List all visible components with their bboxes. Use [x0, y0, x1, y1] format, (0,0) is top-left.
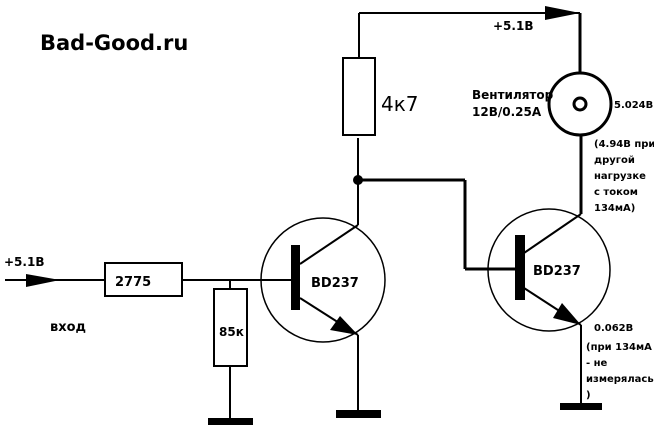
ground-icon — [336, 410, 381, 418]
fan-note-line: (4.94В при — [594, 139, 654, 150]
transistor-q1-body — [260, 217, 386, 343]
q2-emitter-note-line: - не — [586, 358, 608, 369]
resistor-pulldown-value: 85к — [219, 325, 244, 339]
fan-note: (4.94В при другой нагрузке с током 134мА… — [594, 139, 654, 214]
fan-hub-icon — [572, 96, 588, 112]
transistor-q1-base-bar — [291, 245, 300, 310]
supply-voltage-label: +5.1В — [493, 19, 533, 33]
input-arrow-icon — [26, 274, 60, 287]
fan-rating: 12В/0.25А — [472, 105, 542, 119]
transistor-q2-collector-leg — [523, 213, 582, 254]
transistor-q1-model: BD237 — [311, 276, 359, 291]
transistor-q1-emitter-arrow-icon — [330, 316, 358, 335]
supply-arrow-icon — [545, 6, 580, 20]
transistor-q2-base-bar — [515, 235, 525, 300]
fan-note-line: 134мА) — [594, 203, 635, 214]
ground-icon — [208, 418, 253, 425]
ground-icon — [560, 403, 602, 410]
q2-emitter-voltage-reading: 0.062В — [594, 323, 633, 334]
q2-emitter-note-line: измерялась — [586, 374, 654, 385]
transistor-q2-body — [487, 208, 611, 332]
resistor-collector — [342, 57, 376, 136]
fan-voltage-reading: 5.024В — [614, 100, 653, 111]
q2-emitter-note-line: (при 134мА — [586, 342, 652, 353]
transistor-q1-collector-leg — [299, 224, 359, 265]
fan-name: Вентилятор — [472, 88, 554, 102]
input-name-label: вход — [50, 320, 86, 335]
fan-note-line: с током — [594, 187, 638, 198]
site-watermark: Bad-Good.ru — [40, 31, 188, 55]
resistor-pulldown — [213, 288, 248, 367]
fan-note-line: другой — [594, 155, 635, 166]
q2-emitter-note: (при 134мА - не измерялась ) — [586, 342, 654, 401]
input-voltage-label: +5.1В — [4, 255, 44, 269]
fan-note-line: нагрузке — [594, 171, 646, 182]
resistor-input-value: 2775 — [115, 275, 151, 290]
fan-icon — [547, 71, 613, 137]
transistor-q2-model: BD237 — [533, 264, 581, 279]
transistor-q2-emitter-arrow-icon — [553, 303, 581, 325]
q2-emitter-note-line: ) — [586, 390, 591, 401]
resistor-collector-value: 4к7 — [381, 92, 419, 116]
